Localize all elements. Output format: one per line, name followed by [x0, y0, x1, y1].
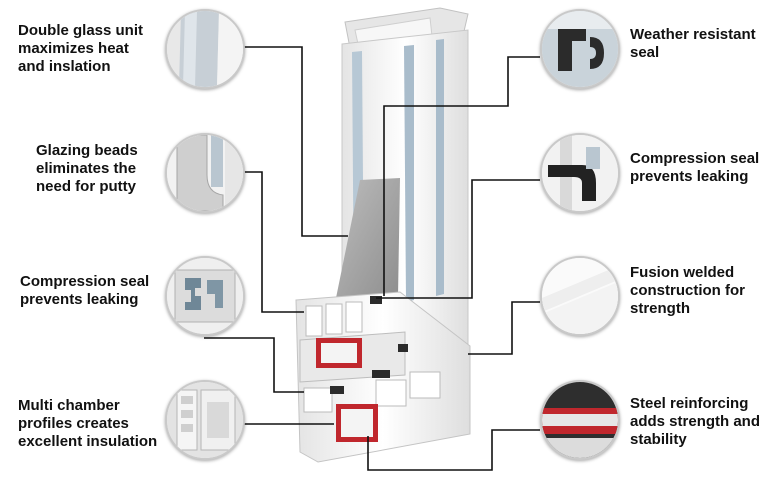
glass-pane-inner: [404, 45, 414, 302]
callout-line: Weather resistant: [630, 26, 756, 43]
multi-chamber-detail-image: [165, 380, 245, 460]
callout-double-glass: Double glass unit maximizes heat and ins…: [18, 22, 143, 76]
callout-line: seal: [630, 44, 660, 61]
callout-line: profiles creates: [18, 415, 129, 432]
callout-line: eliminates the: [36, 160, 137, 177]
callout-line: Double glass unit: [18, 22, 144, 39]
leader-line: [367, 429, 540, 471]
callout-line: prevents leaking: [630, 168, 749, 185]
callout-line: excellent insulation: [18, 433, 158, 450]
callout-line: strength: [630, 300, 690, 317]
callout-line: Multi chamber: [18, 397, 120, 414]
callout-compression-seal-right: Compression seal prevents leaking: [630, 150, 759, 186]
callout-multi-chamber: Multi chamber profiles creates excellent…: [18, 397, 157, 451]
callout-line: and inslation: [18, 58, 111, 75]
callout-line: maximizes heat: [18, 40, 129, 57]
fusion-welded-detail-image: [540, 256, 620, 336]
leader-line: [204, 337, 304, 393]
leader-line: [244, 46, 348, 237]
gasket: [370, 296, 382, 304]
callout-line: need for putty: [36, 178, 136, 195]
compression-seal-right-detail-image: [540, 133, 620, 213]
callout-line: Steel reinforcing: [630, 395, 749, 412]
callout-fusion-welded: Fusion welded construction for strength: [630, 264, 745, 318]
callout-line: adds strength and: [630, 413, 761, 430]
double-glass-detail-image: [165, 9, 245, 89]
callout-weather-seal: Weather resistant seal: [630, 26, 756, 62]
leader-line: [468, 301, 540, 355]
leader-line: [244, 171, 304, 313]
window-cross-section: [295, 7, 471, 463]
compression-seal-left-detail-image: [165, 256, 245, 336]
callout-line: Compression seal: [20, 273, 150, 290]
callout-compression-seal-left: Compression seal prevents leaking: [20, 273, 149, 309]
callout-line: Fusion welded: [630, 264, 735, 281]
glazing-beads-detail-image: [165, 133, 245, 213]
leader-lines: [204, 46, 540, 471]
callout-line: Compression seal: [630, 150, 760, 167]
callout-line: stability: [630, 431, 687, 448]
callout-line: construction for: [630, 282, 745, 299]
leader-line: [376, 179, 540, 299]
callout-line: prevents leaking: [20, 291, 139, 308]
weather-seal-detail-image: [540, 9, 620, 89]
steel-reinforcing-detail-image: [540, 380, 620, 460]
callout-steel-reinforcing: Steel reinforcing adds strength and stab…: [630, 395, 760, 449]
callout-line: Glazing beads: [36, 142, 138, 159]
leader-line: [383, 56, 540, 296]
callout-glazing-beads: Glazing beads eliminates the need for pu…: [36, 142, 138, 196]
